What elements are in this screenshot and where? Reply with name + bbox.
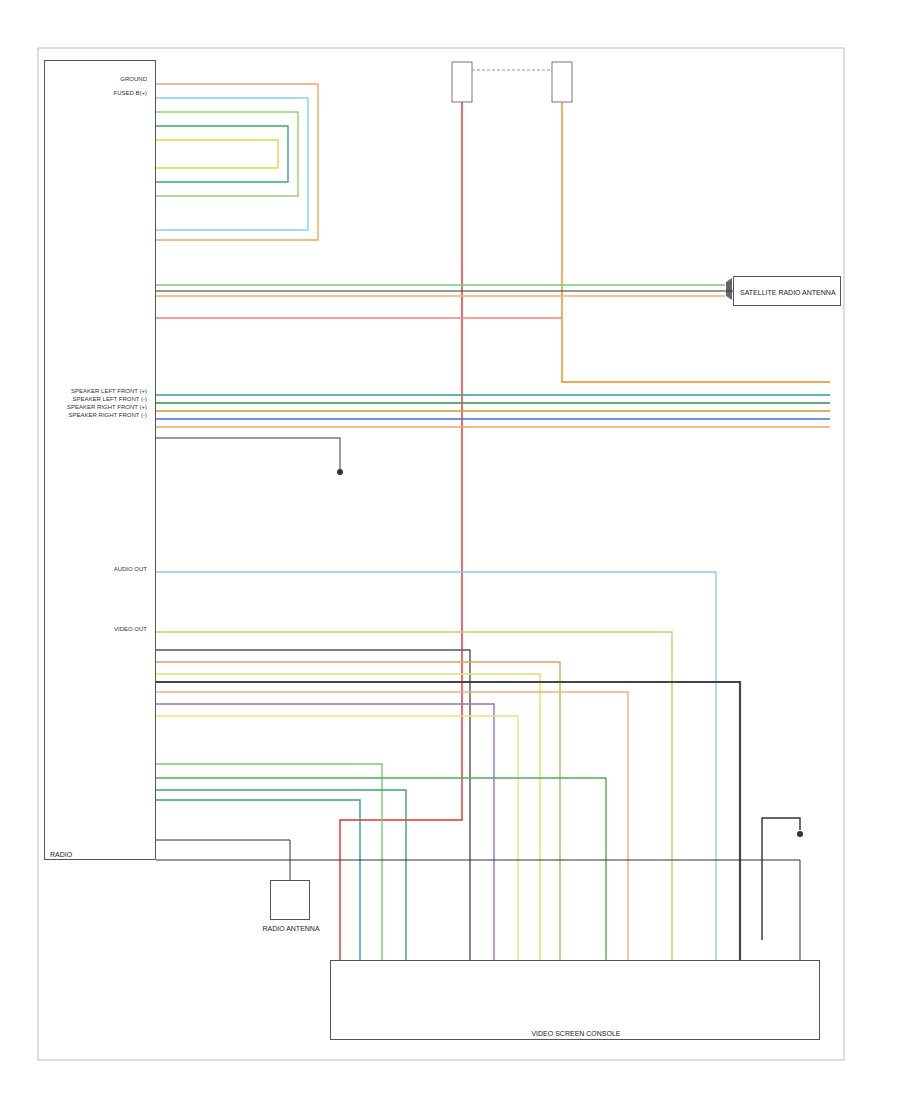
pin-name: AUDIO OUT <box>50 566 148 572</box>
pin-name: SPEAKER LEFT FRONT (+) <box>50 388 148 394</box>
page-frame <box>38 48 844 1060</box>
pin-name: FUSED B(+) <box>50 90 148 96</box>
component-name: RADIO <box>48 851 74 858</box>
ground-symbol <box>797 831 803 837</box>
pin-name: SPEAKER RIGHT FRONT (-) <box>50 412 148 418</box>
radio-module: RADIO <box>44 60 156 860</box>
pin-name: VIDEO OUT <box>50 626 148 632</box>
wires <box>156 84 830 960</box>
pin-name: SPEAKER RIGHT FRONT (+) <box>50 404 148 410</box>
wire-connector <box>156 291 733 292</box>
component-name: SATELLITE RADIO ANTENNA <box>738 289 838 296</box>
antenna-connector: RADIO ANTENNA <box>270 880 310 920</box>
console-connector: VIDEO SCREEN CONSOLE <box>330 960 820 1040</box>
pin-name: GROUND <box>50 76 148 82</box>
bus-line <box>472 70 552 71</box>
connector-symbol <box>726 278 732 300</box>
fuse-symbol <box>552 62 572 102</box>
ground-symbol <box>337 469 343 475</box>
fuse-symbol <box>452 62 472 102</box>
wire-connector <box>156 860 800 960</box>
component-name: VIDEO SCREEN CONSOLE <box>529 1030 622 1037</box>
pin-name: SPEAKER LEFT FRONT (-) <box>50 396 148 402</box>
antenna-connector: SATELLITE RADIO ANTENNA <box>733 276 841 306</box>
component-name: RADIO ANTENNA <box>260 925 321 932</box>
